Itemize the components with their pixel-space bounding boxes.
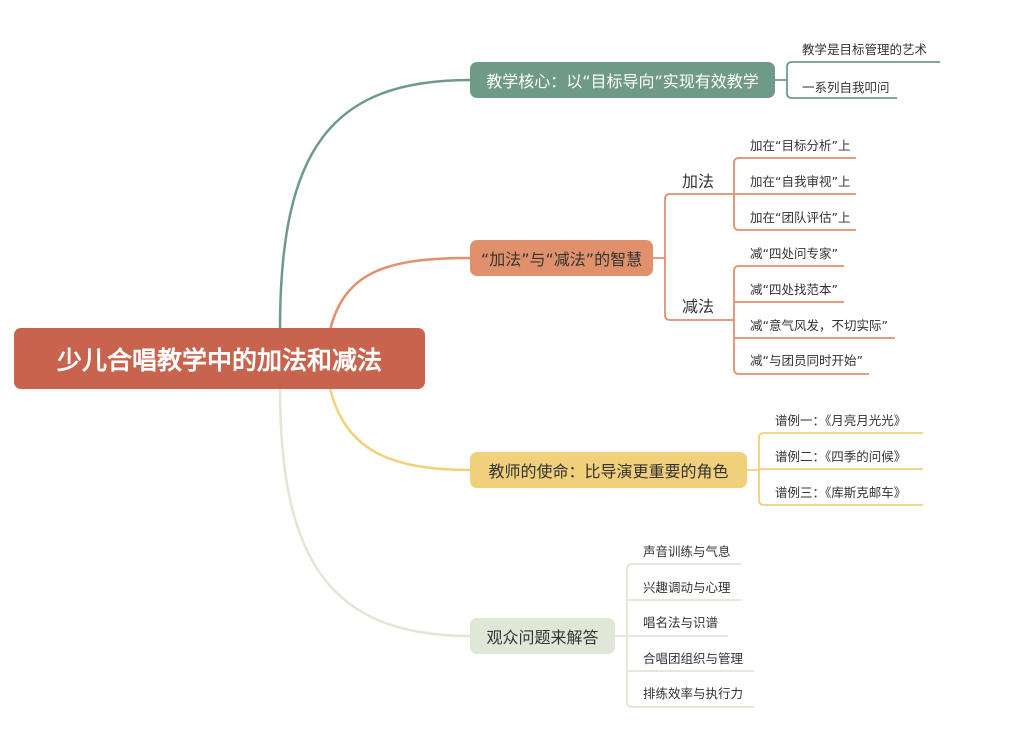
- leaf-topic[interactable]: 谱例一：《月亮月光光》: [775, 413, 907, 428]
- leaf-topic[interactable]: 一系列自我叩问: [802, 80, 890, 95]
- leaf-topic[interactable]: 加在“目标分析”上: [750, 138, 851, 153]
- link-root-branch1: [278, 78, 471, 331]
- leaf-topic[interactable]: 减“四处问专家”: [750, 246, 838, 261]
- branch-teacher-mission[interactable]: 教师的使命：比导演更重要的角色: [470, 452, 747, 488]
- leaf-topic[interactable]: 声音训练与气息: [643, 544, 731, 559]
- leaf-topic[interactable]: 排练效率与执行力: [643, 686, 744, 701]
- branch-audience-qa[interactable]: 观众问题来解答: [470, 618, 615, 654]
- link-root-branch3: [328, 387, 471, 472]
- subtopic-addition[interactable]: 加法: [682, 172, 715, 191]
- branch4-leaf-lines: [615, 563, 754, 708]
- leaf-topic[interactable]: 加在“自我审视”上: [750, 174, 851, 189]
- root-topic[interactable]: 少儿合唱教学中的加法和减法: [14, 328, 425, 389]
- leaf-topic[interactable]: 减“与团员同时开始”: [750, 353, 863, 368]
- link-root-branch2: [328, 256, 471, 331]
- leaf-topic[interactable]: 加在“团队评估”上: [750, 210, 851, 225]
- leaf-topic[interactable]: 合唱团组织与管理: [643, 651, 744, 666]
- leaf-topic[interactable]: 减“意气风发，不切实际”: [750, 318, 888, 333]
- leaf-topic[interactable]: 谱例二：《四季的问候》: [775, 449, 907, 464]
- branch2-lines: [653, 157, 895, 375]
- leaf-topic[interactable]: 唱名法与识谱: [643, 615, 719, 630]
- leaf-topic[interactable]: 兴趣调动与心理: [643, 580, 731, 595]
- leaf-topic[interactable]: 减“四处找范本”: [750, 282, 838, 297]
- branch3-leaf-lines: [747, 432, 923, 506]
- branch1-leaf-lines: [775, 61, 940, 99]
- leaf-topic[interactable]: 谱例三：《库斯克邮车》: [775, 485, 907, 500]
- link-root-branch4: [278, 387, 471, 638]
- branch-teaching-core[interactable]: 教学核心：以“目标导向”实现有效教学: [470, 62, 775, 98]
- leaf-topic[interactable]: 教学是目标管理的艺术: [802, 42, 928, 57]
- subtopic-subtraction[interactable]: 减法: [682, 297, 715, 316]
- branch-add-subtract[interactable]: “加法”与“减法”的智慧: [470, 240, 653, 276]
